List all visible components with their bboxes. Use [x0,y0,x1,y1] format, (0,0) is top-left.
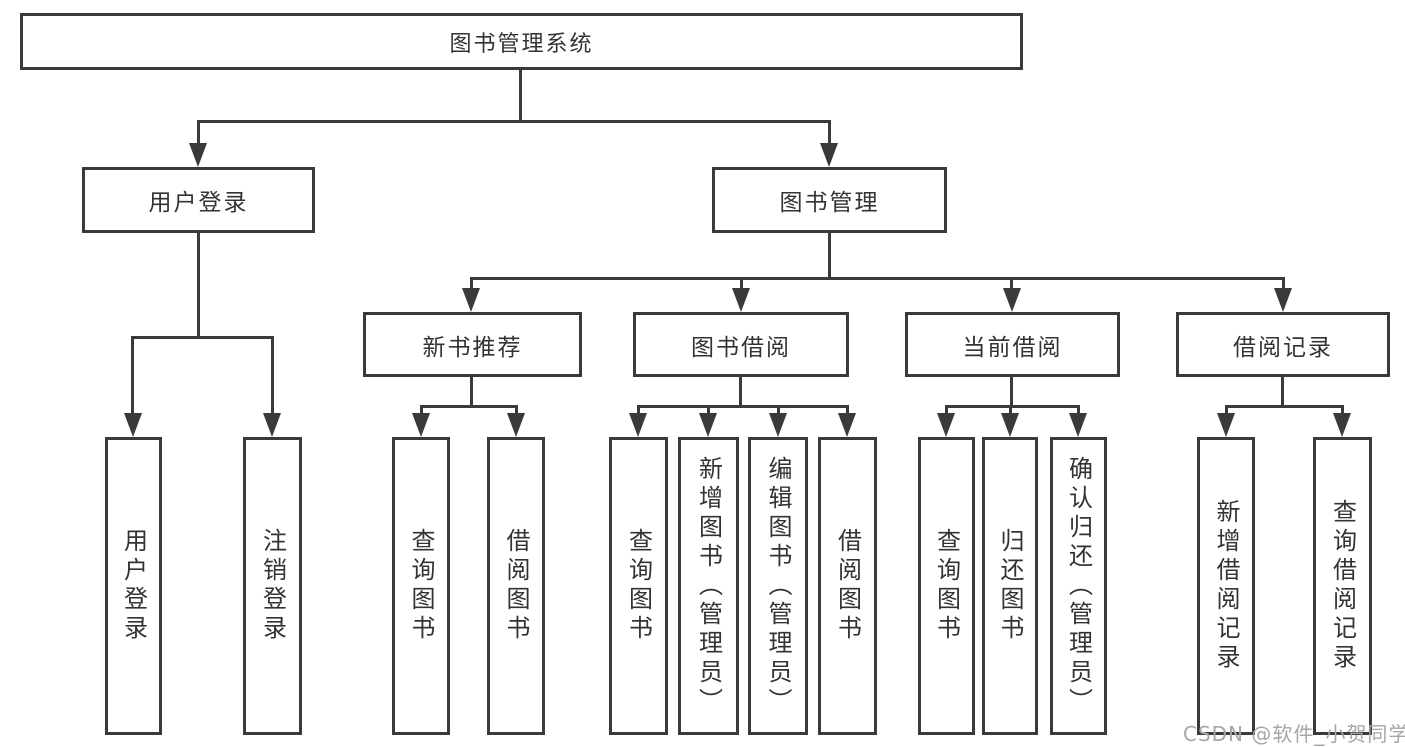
connector-shaft [846,405,849,417]
leaf-borrow-book-label: 借阅图书 [833,528,862,644]
arrow-down-icon [1003,288,1021,312]
connector-borrow-record-branch [1225,405,1343,408]
connector-shaft [707,405,710,417]
leaf-query-book-recommend: 查询图书 [392,437,450,735]
arrow-down-icon [1333,413,1351,437]
leaf-logout-login: 注销登录 [243,437,302,735]
connector-shaft [515,405,518,417]
arrow-down-icon [699,413,717,437]
connector-root-branch [198,120,831,123]
leaf-user-login-label: 用户登录 [119,528,148,644]
arrow-down-icon [820,143,838,167]
leaf-query-borrow-record-label: 查询借阅记录 [1328,499,1357,673]
csdn-watermark: CSDN @软件_小贺同学 [1183,722,1405,746]
leaf-edit-book-admin: 编辑图书（管理员） [748,437,808,735]
leaf-query-book-borrow: 查询图书 [609,437,668,735]
leaf-add-book-admin: 新增图书（管理员） [678,437,739,735]
leaf-query-borrow-record: 查询借阅记录 [1313,437,1372,735]
leaf-edit-book-admin-label: 编辑图书（管理员） [764,455,792,717]
node-book-management: 图书管理 [712,167,947,233]
connector-borrow-record-stem [1281,377,1284,407]
connector-shaft [197,120,200,146]
connector-book-borrow-branch [637,405,848,408]
arrow-down-icon [1274,288,1292,312]
connector-shaft [828,120,831,146]
connector-shaft [945,405,948,417]
node-new-book-recommend: 新书推荐 [363,312,582,377]
arrow-down-icon [507,413,525,437]
leaf-query-book-current-label: 查询图书 [932,528,961,644]
arrow-down-icon [1001,413,1019,437]
connector-shaft [1010,277,1013,291]
connector-current-borrow-branch [945,405,1079,408]
connector-shaft [470,277,473,291]
connector-new-book-stem [470,377,473,407]
connector-book-mgmt-branch [471,277,1284,280]
connector-book-mgmt-stem [828,233,831,279]
connector-shaft [1341,405,1344,417]
connector-shaft [1009,405,1012,417]
connector-shaft [131,336,134,416]
node-user-login: 用户登录 [82,167,315,233]
connector-new-book-branch [420,405,517,408]
connector-shaft [1077,405,1080,417]
arrow-down-icon [732,288,750,312]
arrow-down-icon [1217,413,1235,437]
leaf-add-book-admin-label: 新增图书（管理员） [694,455,723,717]
connector-shaft [1225,405,1228,417]
leaf-add-borrow-record: 新增借阅记录 [1197,437,1255,735]
connector-shaft [777,405,780,417]
arrow-down-icon [124,413,142,437]
arrow-down-icon [629,413,647,437]
leaf-query-book-borrow-label: 查询图书 [624,528,653,644]
arrow-down-icon [838,413,856,437]
connector-shaft [271,336,274,416]
leaf-return-book-label: 归还图书 [996,528,1024,644]
connector-user-login-branch [132,336,273,339]
arrow-down-icon [1069,413,1087,437]
connector-shaft [420,405,423,417]
leaf-borrow-book-recommend: 借阅图书 [487,437,545,735]
leaf-confirm-return-admin-label: 确认归还（管理员） [1064,455,1093,717]
arrow-down-icon [462,288,480,312]
connector-shaft [637,405,640,417]
connector-user-login-stem [197,233,200,337]
leaf-return-book: 归还图书 [982,437,1038,735]
leaf-logout-login-label: 注销登录 [258,528,287,644]
connector-current-borrow-stem [1010,377,1013,407]
leaf-query-book-recommend-label: 查询图书 [407,528,435,644]
arrow-down-icon [937,413,955,437]
arrow-down-icon [412,413,430,437]
leaf-user-login: 用户登录 [105,437,162,735]
arrow-down-icon [189,143,207,167]
leaf-confirm-return-admin: 确认归还（管理员） [1050,437,1107,735]
node-current-borrow: 当前借阅 [905,312,1120,377]
connector-book-borrow-stem [739,377,742,407]
node-borrow-record: 借阅记录 [1176,312,1390,377]
connector-root-stem [519,69,522,121]
arrow-down-icon [263,413,281,437]
leaf-borrow-book: 借阅图书 [818,437,877,735]
leaf-add-borrow-record-label: 新增借阅记录 [1212,499,1240,673]
connector-shaft [1282,277,1285,291]
connector-shaft [740,277,743,291]
leaf-query-book-current: 查询图书 [918,437,975,735]
leaf-borrow-book-recommend-label: 借阅图书 [502,528,530,644]
node-library-management-system: 图书管理系统 [20,13,1023,70]
node-book-borrow: 图书借阅 [633,312,849,377]
arrow-down-icon [769,413,787,437]
